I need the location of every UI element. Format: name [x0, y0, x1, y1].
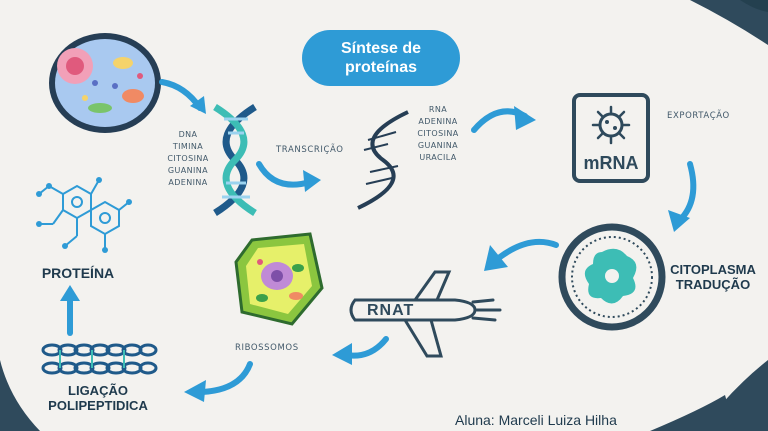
arrow-mrna-to-citoplasma-icon: [668, 161, 697, 232]
mrna-box: mRNA: [572, 93, 650, 183]
arrow-cell-to-dna-icon: [159, 79, 206, 114]
arrow-ribossomos-to-ligacao-icon: [184, 361, 253, 402]
citoplasma-traducao-label: CITOPLASMA TRADUÇÃO: [668, 262, 758, 292]
arrow-citoplasma-to-ribossomos-icon: [484, 239, 559, 271]
dna-helix-icon: [213, 104, 257, 216]
arrow-ligacao-to-proteina-icon: [60, 285, 80, 336]
cytoplasm-cell-icon: [558, 223, 666, 331]
dna-base: GUANINA: [167, 166, 209, 175]
rnat-label: RNAT: [367, 302, 415, 319]
virus-icon: [591, 105, 631, 145]
ribossomos-label: RIBOSSOMOS: [235, 343, 299, 353]
exportacao-label: EXPORTAÇÃO: [667, 111, 730, 121]
rna-base: URACILA: [419, 153, 457, 162]
author-credit: Aluna: Marceli Luiza Hilha: [455, 412, 617, 428]
title-line-2: proteínas: [344, 59, 417, 76]
dna-base: ADENINA: [168, 178, 208, 187]
citoplasma-text: CITOPLASMA: [670, 262, 756, 277]
arrow-rna-to-mrna-icon: [471, 106, 536, 133]
animal-cell-icon: [49, 33, 161, 133]
ligacao-label: LIGAÇÃO POLIPEPTIDICA: [38, 383, 158, 413]
arrow-rnat-to-ribossomos-icon: [332, 336, 389, 365]
rna-base: RNA: [428, 105, 448, 114]
proteina-label: PROTEÍNA: [41, 265, 115, 281]
title-badge: Síntese de proteínas: [302, 30, 460, 86]
rna-base: ADENINA: [418, 117, 458, 126]
dna-base: TIMINA: [172, 142, 204, 151]
dna-bases-list: DNA TIMINA CITOSINA GUANINA ADENINA: [158, 129, 218, 189]
rna-bases-list: RNA ADENINA CITOSINA GUANINA URACILA: [407, 104, 469, 164]
plant-cell-icon: [234, 232, 324, 326]
polypeptide-chain-icon: [41, 343, 158, 375]
title-line-1: Síntese de: [340, 40, 422, 57]
mrna-label: mRNA: [583, 153, 639, 173]
ligacao-line-2: POLIPEPTIDICA: [48, 398, 148, 413]
airplane-icon: [349, 270, 502, 358]
transcricao-label: TRANSCRIÇÃO: [276, 145, 344, 155]
arrow-dna-to-rna-icon: [256, 161, 321, 192]
traducao-text: TRADUÇÃO: [675, 277, 751, 292]
dna-base: CITOSINA: [167, 154, 209, 163]
dna-base: DNA: [178, 130, 198, 139]
protein-molecule-icon: [36, 177, 132, 253]
rna-strand-icon: [357, 110, 409, 210]
rna-base: GUANINA: [417, 141, 459, 150]
rna-base: CITOSINA: [417, 129, 459, 138]
ligacao-line-1: LIGAÇÃO: [68, 383, 128, 398]
